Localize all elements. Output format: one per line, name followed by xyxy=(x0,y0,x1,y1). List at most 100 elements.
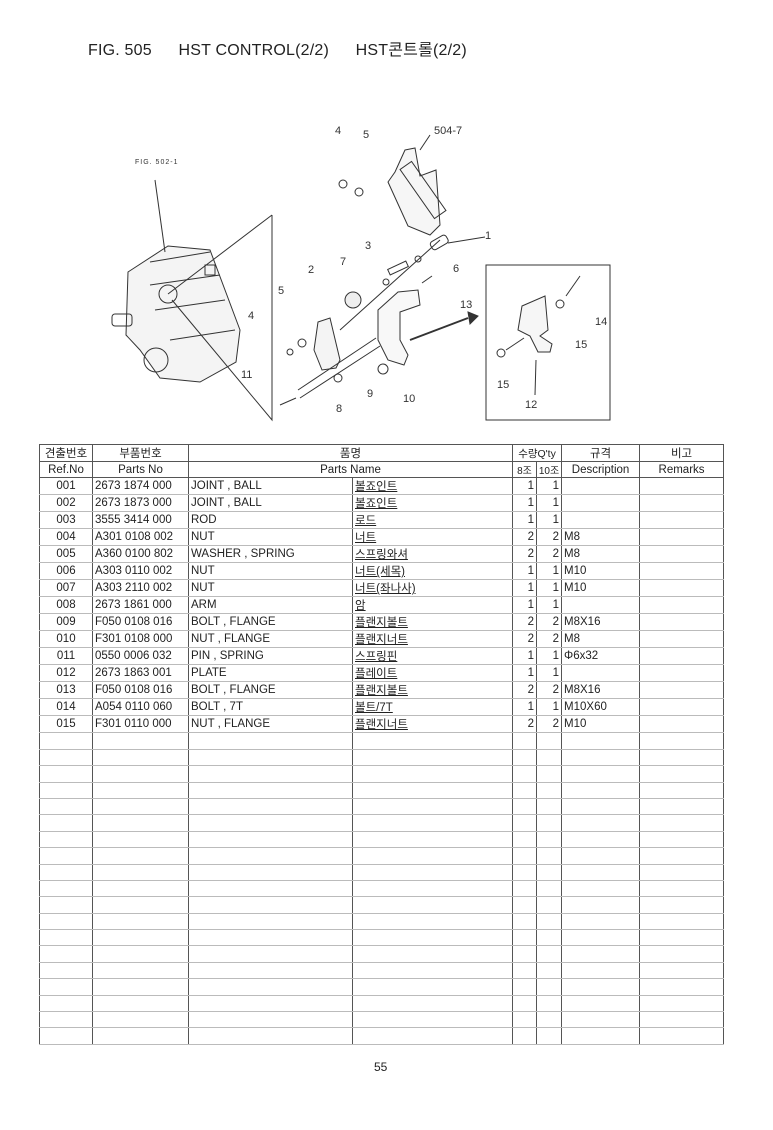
cell-q10: 1 xyxy=(536,596,563,615)
cell-kr xyxy=(351,814,514,832)
cell-ref: 010 xyxy=(39,630,93,649)
cell-parts xyxy=(92,748,189,767)
cell-remarks xyxy=(639,961,725,980)
cell-kr xyxy=(351,1011,514,1029)
cell-q10: 2 xyxy=(536,528,563,547)
cell-name xyxy=(188,830,353,849)
cell-ref xyxy=(39,814,93,832)
cell-q10: 1 xyxy=(536,511,563,530)
cell-q8 xyxy=(512,1011,538,1029)
cell-ref xyxy=(39,961,93,980)
cell-parts xyxy=(92,1027,189,1045)
cell-parts xyxy=(92,879,189,898)
cell-parts xyxy=(92,945,189,963)
header-name-en: Parts Name xyxy=(187,460,514,479)
cell-name xyxy=(188,1027,353,1045)
cell-q10: 1 xyxy=(536,698,563,717)
cell-q10: 1 xyxy=(536,647,563,666)
cell-name xyxy=(188,748,353,767)
cell-name: NUT xyxy=(188,528,353,547)
cell-name xyxy=(188,945,353,963)
cell-parts: F301 0110 000 xyxy=(92,715,189,734)
bolt-13 xyxy=(421,275,433,284)
header-remarks-en: Remarks xyxy=(639,460,725,479)
cell-name xyxy=(188,765,353,783)
bracket-lines xyxy=(167,214,273,422)
cell-desc xyxy=(561,765,641,783)
cell-kr xyxy=(351,945,514,963)
cell-q8 xyxy=(512,929,538,947)
cell-name xyxy=(188,978,353,996)
cell-remarks xyxy=(639,929,725,947)
cell-q10: 1 xyxy=(536,579,563,598)
cell-desc xyxy=(561,477,641,496)
header-name-kr: 품명 xyxy=(187,444,514,462)
header-qty-8: 8조 xyxy=(512,460,538,479)
empty-table-row xyxy=(39,912,725,931)
cell-remarks xyxy=(639,647,725,666)
cell-q10: 2 xyxy=(536,681,563,700)
callout-6: 6 xyxy=(453,263,460,275)
cell-kr: 스프링와셔 xyxy=(351,545,514,564)
cell-ref: 006 xyxy=(39,562,93,581)
cell-parts: A360 0100 802 xyxy=(92,545,189,564)
cell-name xyxy=(188,929,353,947)
cell-q10: 1 xyxy=(536,494,563,513)
cell-desc xyxy=(561,781,641,799)
callout-4-upper: 4 xyxy=(335,125,342,137)
cell-ref xyxy=(39,781,93,799)
cell-desc xyxy=(561,596,641,615)
cell-ref: 007 xyxy=(39,579,93,598)
cell-name xyxy=(188,781,353,799)
cell-q8 xyxy=(512,994,538,1013)
cell-name xyxy=(188,814,353,832)
washer-5-lower xyxy=(297,338,307,348)
cell-desc: M8 xyxy=(561,528,641,547)
nut-4-lower xyxy=(286,348,294,356)
cell-remarks xyxy=(639,896,725,914)
cell-kr xyxy=(351,797,514,816)
plate-12 xyxy=(517,295,553,353)
cell-ref xyxy=(39,896,93,914)
cell-kr: 너트(세목) xyxy=(351,562,514,581)
cell-remarks xyxy=(639,945,725,963)
cell-q8 xyxy=(512,830,538,849)
cell-name: BOLT , 7T xyxy=(188,698,353,717)
cell-q10 xyxy=(536,1027,563,1045)
cell-remarks xyxy=(639,797,725,816)
cell-q10 xyxy=(536,797,563,816)
cell-name xyxy=(188,797,353,816)
parts-table: 견출번호 부품번호 품명 수량Q'ty 규격 비고 Ref.No Parts N… xyxy=(39,444,725,1045)
cell-parts: F050 0108 016 xyxy=(92,681,189,700)
cell-remarks xyxy=(639,994,725,1013)
cell-q8 xyxy=(512,765,538,783)
callout-8: 8 xyxy=(336,403,343,415)
cell-kr xyxy=(351,961,514,980)
cell-q10 xyxy=(536,994,563,1013)
cell-q10 xyxy=(536,847,563,865)
cell-kr xyxy=(351,1027,514,1045)
cell-desc: M10X60 xyxy=(561,698,641,717)
cell-remarks xyxy=(639,545,725,564)
cell-desc xyxy=(561,978,641,996)
cell-ref xyxy=(39,847,93,865)
cell-desc xyxy=(561,830,641,849)
cell-ref xyxy=(39,748,93,767)
ref-part-label: 504-7 xyxy=(434,125,463,137)
cell-desc xyxy=(561,797,641,816)
cell-remarks xyxy=(639,863,725,881)
cell-q8: 1 xyxy=(512,562,538,581)
header-parts-en: Parts No xyxy=(92,460,189,479)
cell-name xyxy=(188,732,353,750)
cell-kr: 플레이트 xyxy=(351,664,514,683)
header-ref-en: Ref.No xyxy=(39,460,93,479)
cell-parts xyxy=(92,830,189,849)
cell-parts: 0550 0006 032 xyxy=(92,647,189,666)
bracket-plate xyxy=(377,289,421,366)
cell-name xyxy=(188,994,353,1013)
cell-ref xyxy=(39,863,93,881)
cell-q10 xyxy=(536,765,563,783)
cell-kr: 스프링핀 xyxy=(351,647,514,666)
